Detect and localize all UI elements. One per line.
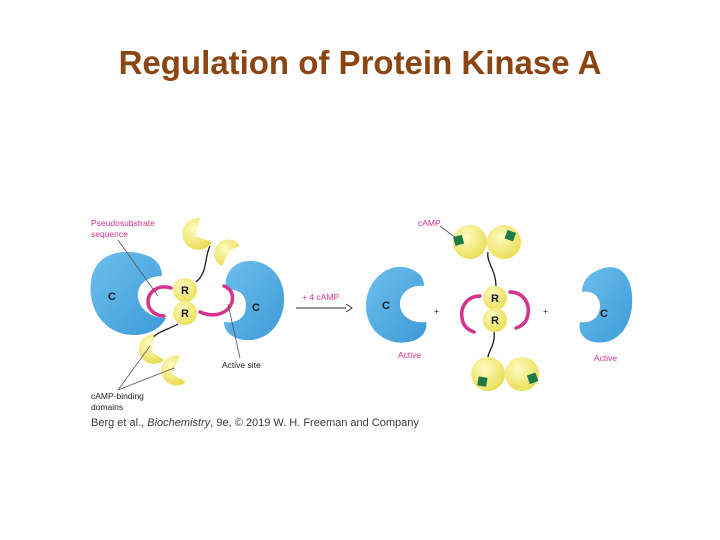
pseudosubstrate-label-line2: sequence — [91, 229, 128, 239]
camp-binding-pointer-1 — [117, 345, 151, 391]
free-catalytic-label-right: C — [600, 308, 608, 320]
catalytic-subunit-left — [90, 251, 166, 336]
pseudosubstrate-label-line1: Pseudosubstrate — [91, 218, 155, 228]
camp-binding-label-line2: domains — [91, 402, 123, 412]
catalytic-label-left: C — [108, 291, 116, 303]
free-regulatory-subunit-bottom — [483, 308, 507, 332]
camp-label: cAMP — [418, 218, 441, 228]
credit-book: Biochemistry — [147, 417, 211, 429]
active-site-label: Active site — [222, 360, 261, 370]
inactive-holoenzyme: C C R R Pseudosubstrate sequence Active … — [90, 217, 285, 412]
pseudosubstrate-segment-left — [146, 285, 173, 318]
camp-molecule-icon — [477, 376, 488, 387]
catalytic-label-right: C — [252, 302, 260, 314]
camp-binding-domain-top-1 — [182, 217, 212, 250]
regulatory-subunit-bottom-left — [173, 301, 197, 325]
figure-credit: Berg et al., Biochemistry, 9e, © 2019 W.… — [91, 417, 419, 429]
free-regulatory-label-top: R — [491, 293, 499, 305]
free-regulatory-label-bottom: R — [491, 315, 499, 327]
camp-bound-domain-top-1 — [453, 225, 487, 259]
camp-bound-domain-top-2 — [487, 225, 521, 259]
camp-binding-label-line1: cAMP-binding — [91, 391, 144, 401]
camp-pointer — [439, 225, 457, 239]
free-catalytic-label-left: C — [382, 300, 390, 312]
active-label-left: Active — [398, 350, 421, 360]
regulatory-label-bottom-left: R — [181, 308, 189, 320]
active-site-pointer — [227, 303, 241, 359]
camp-molecule-icon — [504, 229, 517, 242]
page-title: Regulation of Protein Kinase A — [118, 44, 602, 81]
regulatory-label-top-left: R — [181, 285, 189, 297]
credit-prefix: Berg et al., — [91, 417, 147, 429]
camp-binding-domain-top-2 — [214, 239, 240, 266]
pseudosubstrate-segment-right — [198, 284, 235, 317]
linker-top — [195, 245, 211, 283]
plus-sign-left: + — [434, 306, 439, 316]
reaction-arrow: + 4 cAMP — [296, 292, 353, 313]
free-regulatory-subunit-top — [483, 286, 507, 310]
credit-suffix: , 9e, © 2019 W. H. Freeman and Company — [210, 417, 419, 429]
camp-binding-pointer-2 — [117, 367, 175, 391]
active-products: C Active + R R cAMP + C Active — [366, 218, 633, 391]
plus-sign-right: + — [543, 306, 548, 316]
camp-molecule-icon — [526, 372, 539, 385]
regulatory-subunit-top-left — [173, 278, 197, 302]
free-pseudosubstrate-right — [508, 290, 531, 330]
camp-bound-domain-bottom-1 — [471, 357, 505, 391]
free-catalytic-subunit-right — [579, 267, 633, 343]
free-catalytic-subunit-left — [366, 266, 427, 343]
camp-binding-domain-bottom-2 — [161, 355, 186, 386]
free-linker-top — [487, 251, 497, 287]
free-pseudosubstrate-left — [459, 294, 482, 334]
pseudosubstrate-pointer — [117, 239, 159, 297]
catalytic-subunit-right — [224, 260, 285, 341]
active-label-right: Active — [594, 353, 617, 363]
arrow-label: + 4 cAMP — [302, 292, 339, 302]
camp-binding-domain-bottom-1 — [138, 333, 164, 364]
